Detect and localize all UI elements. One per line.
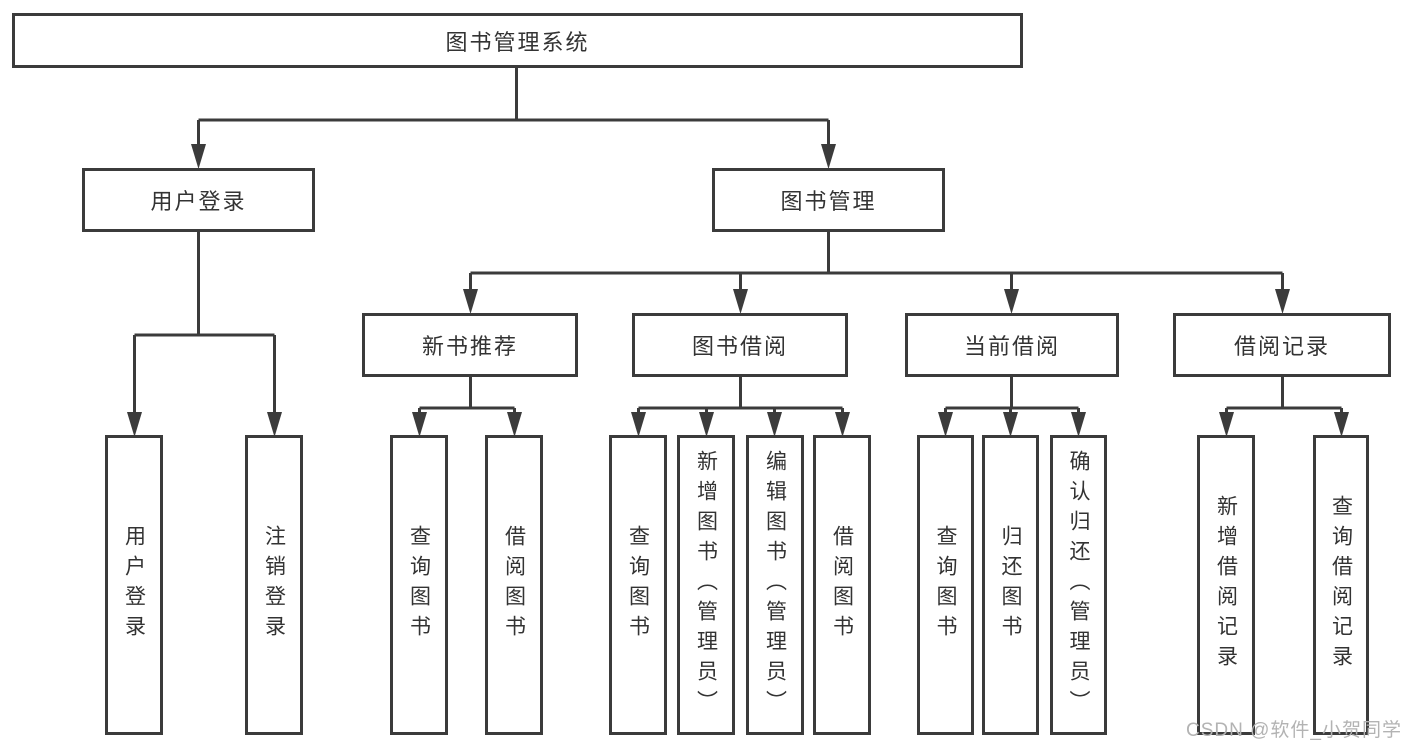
- leaf-user-login: 用户登录: [105, 435, 163, 735]
- node-book-management: 图书管理: [712, 168, 945, 232]
- node-book-borrow: 图书借阅: [632, 313, 848, 377]
- leaf-current-confirm-return-admin: 确认归还（管理员）: [1050, 435, 1107, 735]
- node-current-borrow: 当前借阅: [905, 313, 1119, 377]
- node-user-login: 用户登录: [82, 168, 315, 232]
- leaf-logout: 注销登录: [245, 435, 303, 735]
- leaf-current-return-books: 归还图书: [982, 435, 1039, 735]
- leaf-records-add-record: 新增借阅记录: [1197, 435, 1255, 735]
- node-library-management-system: 图书管理系统: [12, 13, 1023, 68]
- leaf-borrow-edit-books-admin: 编辑图书（管理员）: [746, 435, 804, 735]
- leaf-borrow-query-books: 查询图书: [609, 435, 667, 735]
- leaf-records-query-record: 查询借阅记录: [1313, 435, 1369, 735]
- leaf-borrow-add-books-admin: 新增图书（管理员）: [677, 435, 735, 735]
- leaf-recommend-borrow-books: 借阅图书: [485, 435, 543, 735]
- csdn-watermark: CSDN @软件_小贺同学: [1186, 720, 1402, 741]
- node-new-book-recommend: 新书推荐: [362, 313, 578, 377]
- leaf-recommend-query-books: 查询图书: [390, 435, 448, 735]
- leaf-borrow-borrow-books: 借阅图书: [813, 435, 871, 735]
- leaf-current-query-books: 查询图书: [917, 435, 974, 735]
- node-borrow-records: 借阅记录: [1173, 313, 1391, 377]
